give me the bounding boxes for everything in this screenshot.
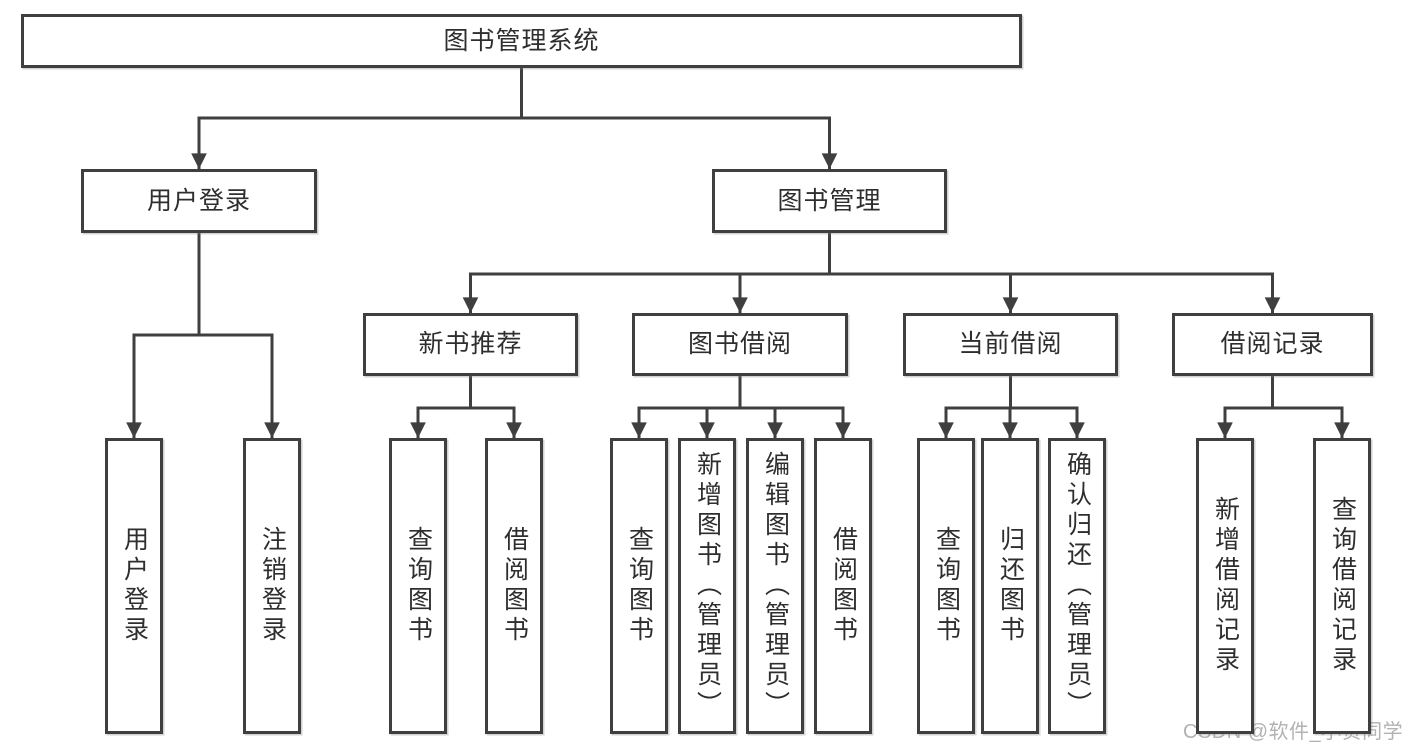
node-label: 查询图书 bbox=[932, 526, 961, 646]
node-label: 借阅记录 bbox=[1220, 330, 1325, 358]
node-label: 图书管理 bbox=[777, 186, 882, 215]
diagram-node-leaf-r-add: 新增借阅记录 bbox=[1196, 438, 1254, 734]
diagram-node-mgmt: 图书管理 bbox=[712, 169, 947, 233]
diagram-node-records: 借阅记录 bbox=[1172, 313, 1373, 376]
node-label: 用户登录 bbox=[146, 186, 251, 215]
diagram-node-leaf-nb-borrow: 借阅图书 bbox=[485, 438, 543, 734]
node-label: 新书推荐 bbox=[418, 330, 523, 358]
node-label: 图书借阅 bbox=[687, 330, 792, 358]
node-label: 当前借阅 bbox=[958, 330, 1063, 358]
node-label: 注销登录 bbox=[258, 526, 287, 646]
diagram-node-leaf-b-edit: 编辑图书（管理员） bbox=[746, 438, 804, 734]
node-label: 借阅图书 bbox=[829, 526, 858, 646]
node-label: 新增借阅记录 bbox=[1211, 496, 1240, 676]
diagram-node-login: 用户登录 bbox=[81, 169, 317, 233]
diagram-node-leaf-c-confirm: 确认归还（管理员） bbox=[1048, 438, 1106, 734]
edge-rail-root bbox=[199, 68, 830, 120]
diagram-node-leaf-b-query: 查询图书 bbox=[610, 438, 668, 734]
edge-rail-mgmt bbox=[470, 233, 1273, 276]
node-label: 查询借阅记录 bbox=[1328, 496, 1357, 676]
node-label: 新增图书（管理员） bbox=[693, 451, 722, 721]
diagram-node-leaf-c-query: 查询图书 bbox=[917, 438, 975, 734]
diagram-node-leaf-logout: 注销登录 bbox=[243, 438, 301, 734]
diagram-node-leaf-b-add: 新增图书（管理员） bbox=[678, 438, 736, 734]
node-label: 查询图书 bbox=[625, 526, 654, 646]
node-label: 图书管理系统 bbox=[443, 26, 600, 55]
diagram-node-leaf-b-borrow: 借阅图书 bbox=[814, 438, 872, 734]
diagram-node-leaf-user-login: 用户登录 bbox=[105, 438, 163, 734]
diagram-node-newbook: 新书推荐 bbox=[363, 313, 578, 376]
node-label: 借阅图书 bbox=[500, 526, 529, 646]
diagram-node-root: 图书管理系统 bbox=[21, 14, 1022, 68]
edge-rail-login bbox=[134, 233, 272, 337]
node-label: 归还图书 bbox=[996, 526, 1025, 646]
diagram-node-leaf-c-return: 归还图书 bbox=[981, 438, 1039, 734]
node-label: 查询图书 bbox=[404, 526, 433, 646]
edge-rail-records bbox=[1225, 376, 1342, 410]
node-label: 用户登录 bbox=[120, 526, 149, 646]
diagram-node-leaf-nb-query: 查询图书 bbox=[389, 438, 447, 734]
edge-rail-current bbox=[946, 376, 1077, 410]
node-label: 编辑图书（管理员） bbox=[761, 451, 790, 721]
diagram-node-borrow: 图书借阅 bbox=[632, 313, 848, 376]
diagram-node-leaf-r-query: 查询借阅记录 bbox=[1313, 438, 1371, 734]
edge-rail-borrow bbox=[639, 376, 843, 410]
node-label: 确认归还（管理员） bbox=[1063, 451, 1092, 721]
diagram-node-current: 当前借阅 bbox=[903, 313, 1118, 376]
edge-rail-newbook bbox=[418, 376, 514, 410]
